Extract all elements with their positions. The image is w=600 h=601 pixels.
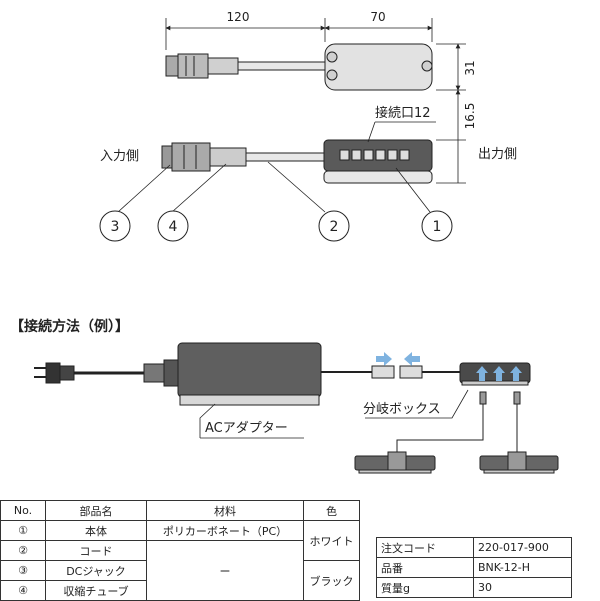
info-value: 220-017-900 (473, 537, 572, 558)
up-arrow-icon (493, 366, 505, 381)
arrow-right-icon (376, 352, 392, 366)
up-arrow-icon (510, 366, 522, 381)
input-side-label: 入力側 (100, 149, 139, 164)
arrow-left-icon (404, 352, 420, 366)
part-name: 収縮チューブ (45, 580, 147, 601)
table-row: ② コード ー (0, 540, 360, 601)
col-header: 色 (303, 500, 360, 521)
part-name: コード (45, 540, 147, 561)
dim-31: 31 (463, 60, 477, 75)
info-value: 30 (473, 577, 572, 598)
part-material: ー (146, 540, 304, 601)
info-label: 品番 (376, 557, 474, 578)
side-view (161, 139, 433, 184)
dimension-lines (165, 18, 466, 184)
dim-16-5: 16.5 (463, 103, 477, 130)
info-label: 注文コード (376, 537, 474, 558)
table-row: 注文コード 220-017-900 (376, 537, 572, 558)
branch-box (459, 362, 531, 386)
parts-table: No. 部品名 材料 色 ① 本体 ポリカーボネート（PC） ホワイト ② コー… (0, 500, 360, 601)
product-info-table: 注文コード 220-017-900 品番 BNK-12-H 質量g 30 (376, 537, 572, 598)
col-header: 部品名 (45, 500, 147, 521)
ac-adapter-leader (199, 403, 216, 438)
callout-2: 2 (318, 210, 350, 242)
output-side-label: 出力側 (478, 147, 517, 162)
table-row: 品番 BNK-12-H (376, 557, 572, 578)
part-name: DCジャック (45, 560, 147, 581)
ac-plug (34, 362, 75, 384)
svg-text:4: 4 (169, 219, 178, 235)
callout-leaders (117, 161, 431, 213)
part-no: ③ (0, 560, 46, 581)
dc-plug-male (371, 365, 395, 379)
col-header: 材料 (146, 500, 304, 521)
branch-box-label: 分岐ボックス (363, 402, 441, 417)
svg-text:2: 2 (330, 219, 339, 235)
table-row: ③ DCジャック ブラック (0, 560, 360, 601)
part-color: ホワイト (303, 520, 360, 561)
part-no: ① (0, 520, 46, 541)
part-no: ② (0, 540, 46, 561)
ac-adapter-label: ACアダプター (205, 421, 288, 436)
table-row: ① 本体 ポリカーボネート（PC） ホワイト (0, 520, 360, 561)
dim-70: 70 (370, 10, 385, 24)
col-header: No. (0, 500, 46, 521)
callout-4: 4 (157, 210, 189, 242)
svg-text:1: 1 (433, 219, 442, 235)
info-value: BNK-12-H (473, 557, 572, 578)
light-fixtures (354, 451, 559, 474)
product-diagram: 120 70 31 16.5 入力側 出力側 接続口12 (10, 10, 559, 474)
top-view (165, 43, 433, 91)
callout-1: 1 (421, 210, 453, 242)
part-color: ブラック (303, 560, 360, 601)
svg-text:3: 3 (111, 219, 120, 235)
dc-plug-female (399, 365, 423, 379)
ports-leader-drop (367, 121, 376, 143)
part-name: 本体 (45, 520, 147, 541)
ports-label: 接続口12 (375, 105, 431, 121)
dim-120: 120 (227, 10, 250, 24)
light-cords (396, 391, 521, 456)
table-row: 質量g 30 (376, 577, 572, 598)
ac-adapter (143, 342, 322, 406)
part-material: ポリカーボネート（PC） (146, 520, 304, 541)
table-header-row: No. 部品名 材料 色 (0, 500, 360, 521)
part-no: ④ (0, 580, 46, 601)
callout-3: 3 (99, 210, 131, 242)
branch-box-leader (365, 389, 469, 419)
connection-title: 【接続方法（例）】 (10, 318, 129, 335)
up-arrow-icon (476, 366, 488, 381)
info-label: 質量g (376, 577, 474, 598)
